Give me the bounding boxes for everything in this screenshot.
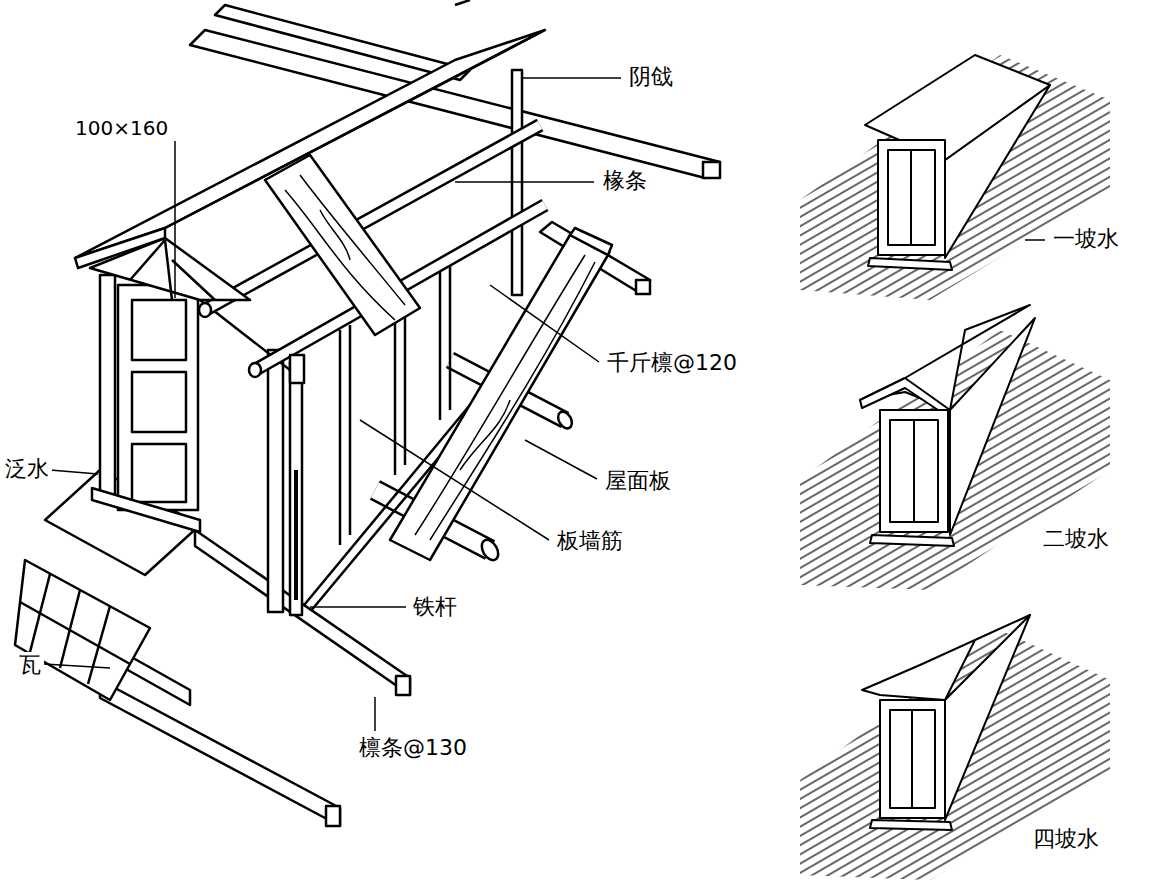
part-label: 铁杆: [410, 594, 460, 620]
part-label: 檩条@130: [356, 735, 470, 761]
part-label: 椽条: [600, 168, 650, 194]
part-label: 100×160: [72, 116, 171, 140]
part-label: 一坡水: [1050, 226, 1122, 252]
part-label: 阴戗: [626, 64, 676, 90]
part-label: 泛水: [2, 456, 52, 482]
part-label: 板墙筋: [554, 528, 626, 554]
part-label: 二坡水: [1040, 526, 1112, 552]
part-label: 屋面板: [602, 468, 674, 494]
part-label: 千斤檩@120: [604, 350, 740, 376]
part-label: 瓦: [16, 652, 44, 678]
part-label: 四坡水: [1030, 826, 1102, 852]
